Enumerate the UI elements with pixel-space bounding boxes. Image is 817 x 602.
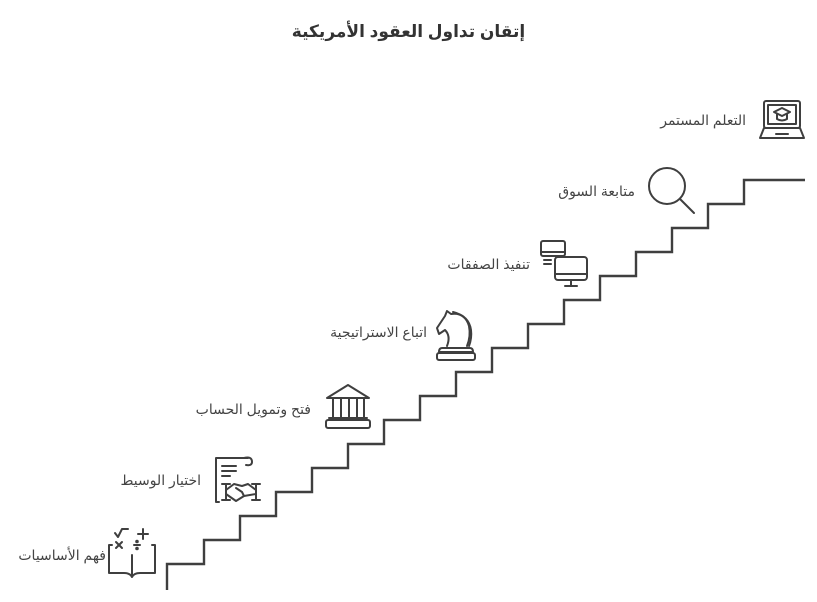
book-math-icon	[106, 527, 158, 579]
laptop-graduation-icon	[757, 98, 807, 142]
contract-handshake-icon	[214, 454, 264, 508]
chess-knight-icon	[435, 308, 477, 364]
step-label-following-strategy: اتباع الاستراتيجية	[330, 324, 427, 340]
computers-icon	[538, 238, 590, 290]
step-label-understanding-basics: فهم الأساسيات	[18, 547, 106, 563]
magnifier-icon	[647, 166, 699, 218]
step-label-executing-trades: تنفيذ الصفقات	[447, 256, 530, 272]
step-label-choosing-broker: اختيار الوسيط	[120, 472, 201, 488]
bank-icon	[323, 382, 373, 432]
step-label-open-fund-account: فتح وتمويل الحساب	[195, 401, 311, 417]
step-label-market-monitoring: متابعة السوق	[558, 183, 635, 199]
diagram-title: إتقان تداول العقود الأمريكية	[291, 22, 526, 41]
step-label-continuous-learning: التعلم المستمر	[660, 112, 746, 128]
